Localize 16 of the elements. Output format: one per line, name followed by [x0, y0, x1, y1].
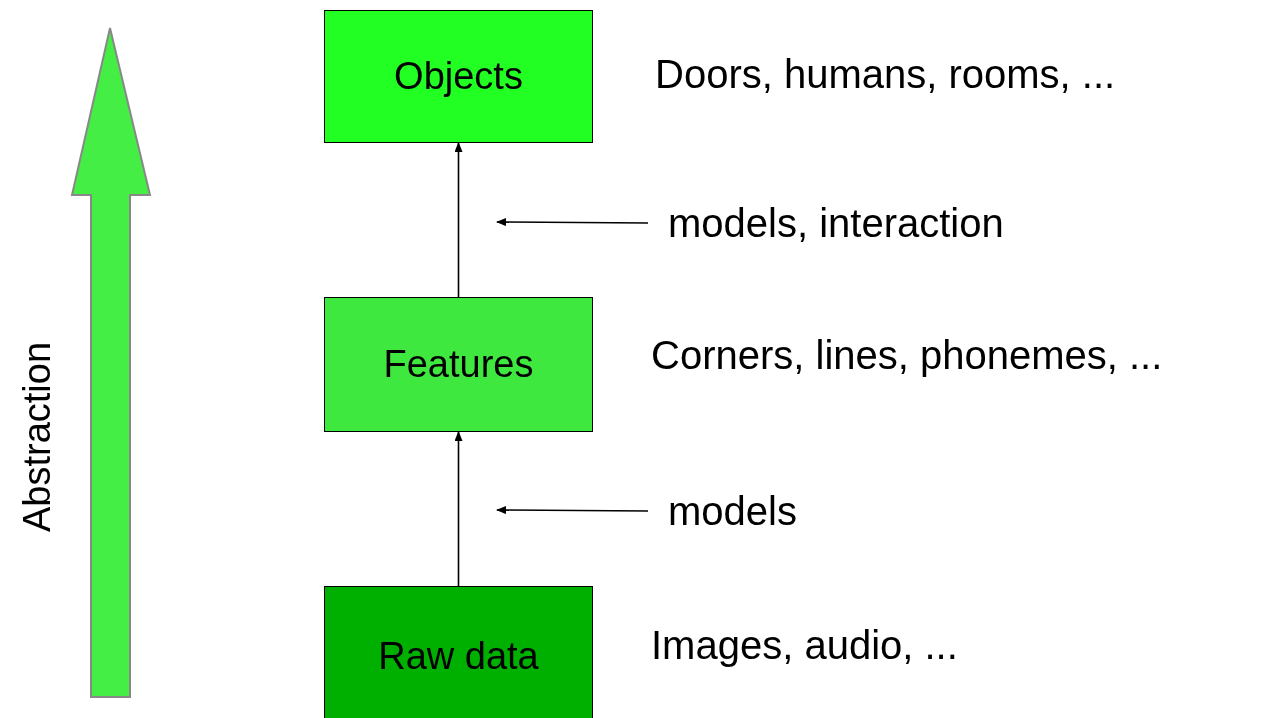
example-text: Images, audio, ...: [651, 623, 958, 668]
process-box: [324, 10, 593, 143]
annotation-text: models, interaction: [668, 200, 1004, 246]
axis-label: Abstraction: [15, 341, 59, 533]
annotation-text: models: [668, 488, 797, 534]
box-label: Objects: [394, 55, 523, 98]
arrow: [454, 431, 463, 587]
process-box: [324, 297, 593, 432]
example-text: Corners, lines, phonemes, ...: [651, 333, 1163, 378]
arrow: [454, 142, 463, 298]
arrow: [496, 218, 649, 227]
process-box: [324, 586, 593, 718]
arrow: [496, 506, 649, 515]
box-label: Features: [383, 343, 534, 386]
example-text: Doors, humans, rooms, ...: [655, 52, 1116, 97]
box-label: Raw data: [378, 634, 539, 678]
